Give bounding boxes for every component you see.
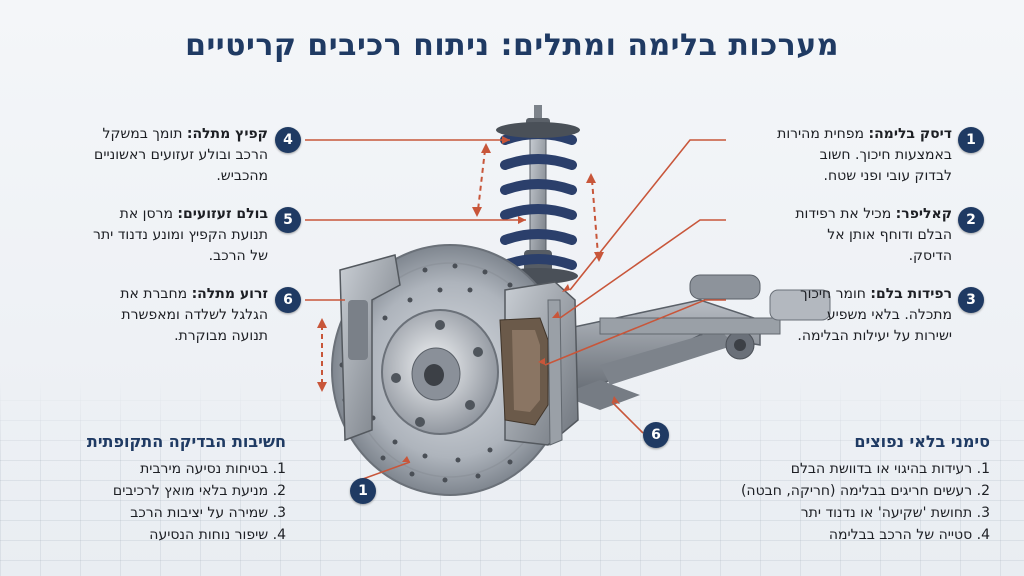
driveshaft — [599, 289, 831, 335]
callout-term: דיסק בלימה: — [868, 126, 952, 142]
list-item: 1. רעידות בהיגוי או בדוושת הבלם — [790, 461, 990, 477]
callout-term: קפיץ מתלה: — [186, 126, 268, 142]
badge-3: 3 — [958, 287, 984, 313]
brake-pads — [499, 317, 549, 426]
list-item: 3. תחושת 'שקיעה' או נדנוד יתר — [800, 505, 990, 521]
inspection-title: חשיבות הבדיקה התקופתית — [86, 432, 286, 451]
list-item: 3. שמירה על יציבות הרכב — [130, 505, 286, 521]
list-item: 2. רעשים חריגים בבלימה (חריקה, חבטה) — [740, 483, 990, 499]
wear-signs-title: סימני בלאי נפוצים — [854, 432, 990, 451]
page-title: מערכות בלימה ומתלים: ניתוח רכיבים קריטיי… — [185, 28, 839, 63]
inspection-list: 1. בטיחות נסיעה מירבית 2. מניעת בלאי מוא… — [36, 458, 286, 546]
leader-disc — [569, 139, 726, 291]
spring-seat-top — [496, 122, 580, 138]
badge-1: 1 — [958, 127, 984, 153]
list-item: 1. בטיחות נסיעה מירבית — [140, 461, 286, 477]
callout-spring: קפיץ מתלה: תומך במשקל הרכב ובולע זעזועים… — [94, 126, 268, 184]
badge-6: 6 — [275, 287, 301, 313]
badge-2: 2 — [958, 207, 984, 233]
leader-disc-bottom — [359, 461, 411, 481]
leader-arrowheads — [402, 136, 620, 462]
callout-term: קאליפר: — [895, 206, 952, 222]
badge-5: 5 — [275, 207, 301, 233]
callout-term: רפידות בלם: — [870, 286, 952, 302]
leader-caliper — [559, 219, 726, 319]
list-item: 2. מניעת בלאי מואץ לרכיבים — [112, 483, 286, 499]
list-item: 4. שיפור נוחות הנסיעה — [149, 527, 286, 543]
callout-term: זרוע מתלה: — [191, 286, 268, 302]
brake-caliper-left — [339, 254, 401, 442]
wear-signs-list: 1. רעידות בהיגוי או בדוושת הבלם 2. רעשים… — [700, 458, 990, 546]
motion-arrows — [321, 149, 599, 385]
callout-caliper: קאליפר: מכיל את רפידות הבלם ודוחף אותן א… — [795, 206, 952, 264]
leader-pads — [544, 299, 726, 366]
callout-term: בולם זעזועים: — [177, 206, 268, 222]
callout-control-arm: זרוע מתלה: מחברת את הגלגל לשלדה ומאפשרת … — [120, 286, 268, 344]
leader-lines — [305, 139, 726, 481]
callout-shock-absorber: בולם זעזועים: מרסן את תנועת הקפיץ ומונע … — [93, 206, 268, 264]
callout-brake-pads: רפידות בלם: חומר חיכוך מתכלה. בלאי משפיע… — [797, 286, 952, 344]
motion-arrowheads — [317, 143, 604, 392]
badge-4: 4 — [275, 127, 301, 153]
callout-brake-disc: דיסק בלימה: מפחית מהירות באמצעות חיכוך. … — [777, 126, 952, 184]
leader-arm-bottom — [611, 401, 644, 434]
list-item: 4. סטייה של הרכב בבלימה — [828, 527, 990, 543]
diagram-badge-arm: 6 — [643, 422, 669, 448]
disc-edge — [547, 299, 563, 446]
diagram-badge-disc: 1 — [350, 478, 376, 504]
